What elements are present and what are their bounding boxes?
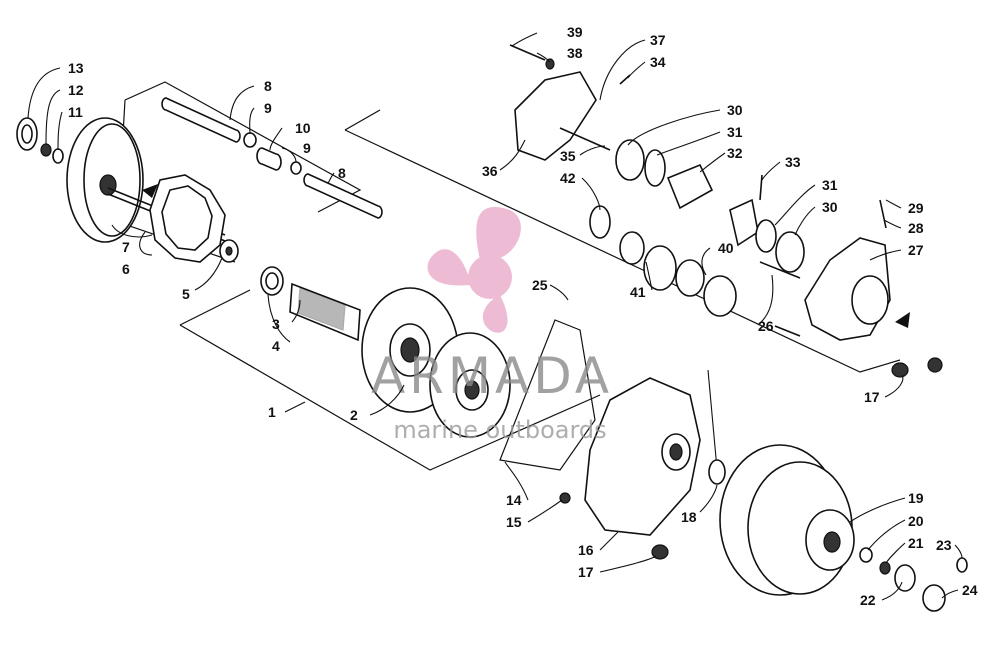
callout-4: 4 <box>272 338 280 354</box>
callout-42: 42 <box>560 170 576 186</box>
end-hardware <box>859 547 968 612</box>
callout-34: 34 <box>650 54 666 70</box>
armada-logo <box>427 207 521 333</box>
shaft-assembly <box>260 266 361 342</box>
callout-35: 35 <box>560 148 576 164</box>
watermark-tagline: marine outboards <box>393 416 606 444</box>
leader-lines <box>27 32 963 601</box>
callout-30: 30 <box>727 102 743 118</box>
callout-31b: 31 <box>822 177 838 193</box>
spider-gasket <box>149 174 226 263</box>
callout-8: 8 <box>264 78 272 94</box>
watermark-brand: ARMADA <box>371 347 613 405</box>
callout-32: 32 <box>727 145 743 161</box>
callout-33: 33 <box>785 154 801 170</box>
callout-1: 1 <box>268 404 276 420</box>
bearing-stack <box>589 205 805 317</box>
callout-9b: 9 <box>303 140 311 156</box>
callout-17b: 17 <box>578 564 594 580</box>
callout-27: 27 <box>908 242 924 258</box>
callout-2: 2 <box>350 407 358 423</box>
callout-24: 24 <box>962 582 978 598</box>
retainer-ring-stack <box>16 117 64 164</box>
roller-pins <box>161 97 383 219</box>
callout-29: 29 <box>908 200 924 216</box>
callout-7: 7 <box>122 239 130 255</box>
callout-21: 21 <box>908 535 924 551</box>
o-ring-18 <box>708 459 726 485</box>
fastener-nuts <box>559 492 669 560</box>
callout-labels: 13 12 11 7 6 5 8 9 10 9 8 3 4 1 2 39 38 … <box>68 24 978 608</box>
callout-22: 22 <box>860 592 876 608</box>
callout-20: 20 <box>908 513 924 529</box>
callout-26: 26 <box>758 318 774 334</box>
callout-18: 18 <box>681 509 697 525</box>
callout-30b: 30 <box>822 199 838 215</box>
driven-clutch <box>719 444 855 596</box>
callout-41: 41 <box>630 284 646 300</box>
callout-23: 23 <box>936 537 952 553</box>
callout-9: 9 <box>264 100 272 116</box>
callout-15: 15 <box>506 514 522 530</box>
callout-25: 25 <box>532 277 548 293</box>
callout-39: 39 <box>567 24 583 40</box>
callout-3: 3 <box>272 316 280 332</box>
bearing-housing <box>759 199 943 378</box>
callout-40: 40 <box>718 240 734 256</box>
callout-17: 17 <box>864 389 880 405</box>
callout-8b: 8 <box>338 165 346 181</box>
gear-case <box>584 369 719 536</box>
callout-28: 28 <box>908 220 924 236</box>
callout-5: 5 <box>182 286 190 302</box>
movable-sheave <box>66 117 226 243</box>
callout-6: 6 <box>122 261 130 277</box>
callout-14: 14 <box>506 492 522 508</box>
direction-arrows <box>142 184 910 328</box>
callout-31: 31 <box>727 124 743 140</box>
callout-38: 38 <box>567 45 583 61</box>
callout-19: 19 <box>908 490 924 506</box>
callout-10: 10 <box>295 120 311 136</box>
callout-16: 16 <box>578 542 594 558</box>
case-gasket <box>499 319 596 471</box>
brake-caliper <box>509 44 631 161</box>
sprocket-gears <box>361 287 511 438</box>
callout-13: 13 <box>68 60 84 76</box>
callout-36: 36 <box>482 163 498 179</box>
callout-37: 37 <box>650 32 666 48</box>
callout-12: 12 <box>68 82 84 98</box>
washer-5 <box>219 239 239 263</box>
callout-11: 11 <box>68 104 83 120</box>
